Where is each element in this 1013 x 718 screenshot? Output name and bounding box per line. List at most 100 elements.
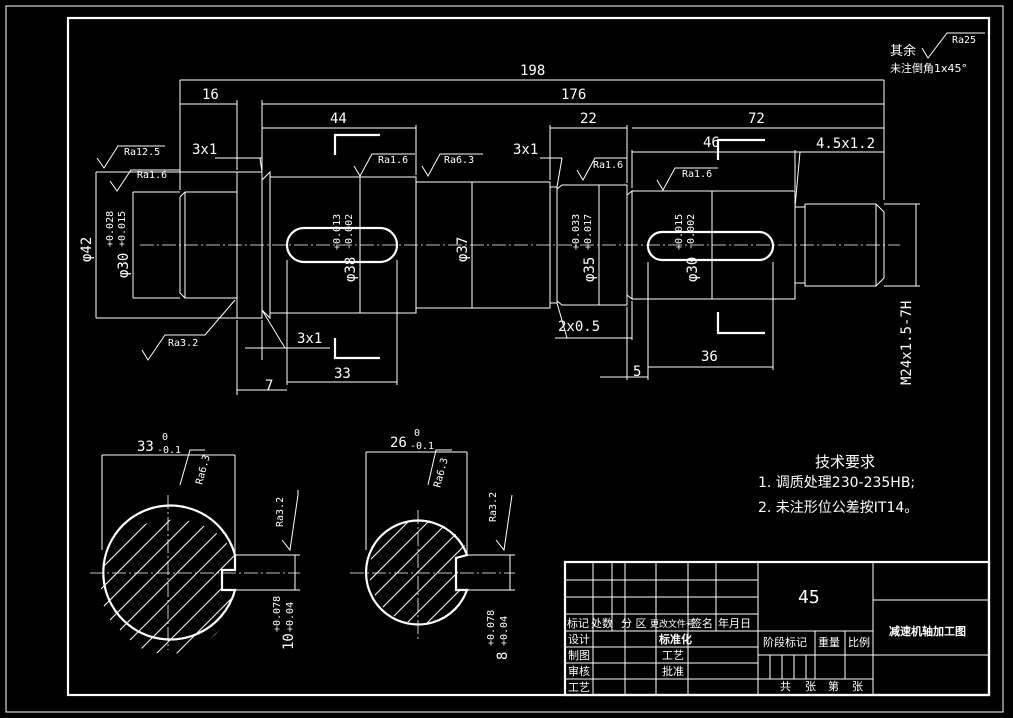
extension-lines	[179, 80, 885, 200]
note-rest: 其余	[890, 43, 916, 59]
dimension-lines-bottom	[236, 260, 774, 395]
approve: 批准	[662, 664, 684, 678]
ra-1-6-a: Ra1.6	[137, 170, 167, 181]
section-mark-b-bottom	[716, 312, 765, 335]
section1-key-upper: +0.078	[272, 596, 283, 632]
dim-chamfer-a: 3x1	[192, 142, 217, 158]
section-1	[90, 449, 300, 654]
dim-7: 7	[265, 378, 273, 394]
requirements-title: 技术要求	[815, 453, 875, 471]
drawing-name: 减速机轴加工图	[889, 624, 966, 638]
row-process: 工艺	[568, 681, 590, 694]
ra-1-6-c: Ra1.6	[593, 160, 623, 171]
dim-22: 22	[580, 111, 597, 127]
dia-35-upper: +0.033	[571, 214, 582, 250]
sheet-no: 第	[828, 679, 839, 693]
section1-ra63: Ra6.3	[194, 454, 212, 486]
sheets: 张	[805, 680, 816, 693]
section-mark-a-top	[333, 133, 380, 155]
dimension-lines-top	[180, 79, 884, 159]
dia-37: φ37	[455, 237, 471, 262]
sheets-2: 张	[852, 680, 863, 693]
col-sign: 签名	[691, 616, 713, 630]
dim-72: 72	[748, 111, 765, 127]
material: 45	[798, 587, 820, 608]
dim-chamfer-c: 3x1	[297, 331, 322, 347]
section1-key-lower: +0.04	[285, 602, 296, 632]
row-design: 设计	[568, 633, 590, 646]
process-2: 工艺	[662, 649, 684, 662]
section2-ra63: Ra6.3	[432, 457, 450, 489]
section1-ra32: Ra3.2	[275, 497, 286, 527]
dim-16: 16	[202, 87, 219, 103]
note-chamfer: 未注倒角1x45°	[890, 61, 967, 75]
ra-1-6-b: Ra1.6	[378, 155, 408, 166]
section2-key-upper: +0.078	[486, 610, 497, 646]
dia-35: φ35	[582, 257, 598, 282]
dim-36: 36	[701, 349, 718, 365]
leaders	[259, 151, 801, 349]
section1-tol-upper: 0	[162, 432, 168, 443]
row-review: 审核	[568, 664, 590, 678]
col-count: 处数	[591, 617, 613, 630]
section2-ra32: Ra3.2	[488, 492, 499, 522]
col-date: 年月日	[718, 616, 751, 630]
requirements-item-1: 1. 调质处理230-235HB;	[758, 475, 915, 491]
ra-12-5: Ra12.5	[124, 147, 160, 158]
section2-key: 8	[495, 652, 511, 660]
section2-width: 26	[390, 435, 407, 451]
section2-tol-upper: 0	[414, 428, 420, 439]
dia-30a-upper: +0.028	[105, 211, 116, 247]
section2-key-lower: +0.04	[499, 616, 510, 646]
section2-tol-lower: -0.1	[410, 441, 434, 452]
ra-25: Ra25	[952, 35, 976, 46]
dim-198: 198	[520, 63, 545, 79]
dim-44: 44	[330, 111, 347, 127]
section1-width: 33	[137, 439, 154, 455]
outer-border	[5, 5, 1004, 713]
keyway-1	[285, 226, 399, 264]
col-zone: 分 区	[621, 617, 647, 630]
dim-33: 33	[334, 366, 351, 382]
dim-thread-chamfer: 4.5x1.2	[816, 136, 875, 152]
dim-5: 5	[633, 364, 641, 380]
dia-38: φ38	[343, 257, 359, 282]
dia-30b: φ30	[685, 257, 701, 282]
ra-6-3: Ra6.3	[444, 155, 474, 166]
dia-35-lower: +0.017	[583, 214, 594, 250]
dia-30a-lower: +0.015	[117, 211, 128, 247]
ra-1-6-d: Ra1.6	[682, 169, 712, 180]
dia-38-lower: -0.002	[344, 214, 355, 250]
title-block-grid	[563, 560, 991, 697]
dia-42: φ42	[79, 237, 95, 262]
dia-38-upper: +0.013	[332, 214, 343, 250]
dim-46: 46	[703, 135, 720, 151]
weight: 重量	[818, 635, 840, 649]
section1-key: 10	[281, 633, 297, 650]
thread-spec: M24x1.5-7H	[899, 301, 915, 385]
col-mark: 标记	[567, 616, 589, 630]
section-mark-a-bottom	[333, 338, 380, 360]
section-mark-b-top	[716, 138, 765, 160]
dim-groove: 2x0.5	[558, 319, 600, 335]
inner-border	[66, 16, 991, 697]
dim-176: 176	[561, 87, 586, 103]
scale: 比例	[848, 635, 870, 649]
keyway-2	[646, 230, 775, 262]
diameter-dim-lines	[95, 171, 920, 319]
ra-3-2: Ra3.2	[168, 338, 198, 349]
standardize: 标准化	[658, 632, 692, 646]
section1-tol-lower: -0.1	[157, 445, 181, 456]
roughness-symbols	[96, 32, 985, 361]
total: 共	[780, 680, 791, 693]
col-change-doc: 更改文件号	[650, 618, 695, 630]
shaft-outline	[179, 170, 885, 320]
stage-mark: 阶段标记	[763, 635, 807, 649]
row-draw: 制图	[568, 649, 590, 662]
dia-30b-lower: -0.002	[686, 214, 697, 250]
requirements-item-2: 2. 未注形位公差按IT14。	[758, 500, 918, 516]
dia-30a: φ30	[116, 253, 132, 278]
dim-chamfer-b: 3x1	[513, 142, 538, 158]
dia-30b-upper: +0.015	[674, 214, 685, 250]
